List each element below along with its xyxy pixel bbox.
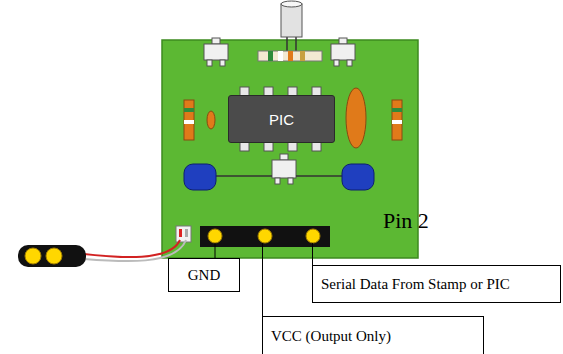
resistor-symbol [392,100,402,140]
transistor-tab [280,154,288,160]
component-lead [295,36,297,52]
ceramic-capacitor [207,111,215,129]
resistor-symbol [184,100,194,140]
resistor-band [300,51,305,61]
pic-chip: PIC [228,95,335,143]
socket-pin [179,229,182,237]
pin-name: Serial Data From Stamp or PIC [321,276,510,293]
pin-name: VCC (Output Only) [271,328,391,345]
transistor-symbol [331,38,355,66]
component-lead [286,36,288,52]
electrolytic-capacitor [342,164,374,190]
transistor-tab [212,38,220,44]
pin-label-box: GND [168,258,240,292]
ceramic-capacitor [346,88,366,148]
plug-contact [25,248,41,264]
transistor-leg [220,60,225,66]
transistor-body [331,44,355,60]
transistor-symbol [272,154,296,184]
resistor-band [392,120,402,124]
chip-label: PIC [269,111,294,128]
transistor-body [272,160,296,178]
chip-pin [288,142,297,151]
transistor-symbol [204,38,228,66]
electrolytic-capacitor [184,164,216,190]
resistor-band [184,108,194,112]
transistor-leg [288,178,293,184]
battery-plug [18,245,86,267]
pin-label: Pin 2 [383,208,429,234]
transistor-body [204,44,228,60]
plug-contact [46,248,62,264]
leader-line [215,243,216,258]
header-pin [208,229,222,243]
piezo-top [281,1,302,7]
socket-pin [185,229,188,237]
resistor-band [184,120,194,124]
power-wire [84,240,180,257]
chip-pin [312,142,321,151]
piezo-cylinder [281,4,302,37]
chip-pin [264,142,273,151]
header-pin [258,229,272,243]
transistor-leg [207,60,212,66]
component-lead [296,175,344,177]
circuit-board [162,40,418,258]
component-lead [214,175,272,177]
leader-line [262,243,263,316]
header-pin [306,229,320,243]
transistor-leg [275,178,280,184]
pin-label-box: Serial Data From Stamp or PIC [312,265,561,303]
resistor-band [278,51,283,61]
pin-header [200,226,330,247]
chip-pin [240,142,249,151]
transistor-tab [339,38,347,44]
transistor-leg [334,60,339,66]
power-socket [176,226,191,242]
resistor-band [268,51,273,61]
pin-name: GND [188,267,221,284]
transistor-leg [347,60,352,66]
pin-label-box: VCC (Output Only) [262,316,484,354]
resistor-symbol [258,51,322,61]
resistor-band [392,108,402,112]
leader-line [312,243,313,265]
resistor-band [288,51,293,61]
